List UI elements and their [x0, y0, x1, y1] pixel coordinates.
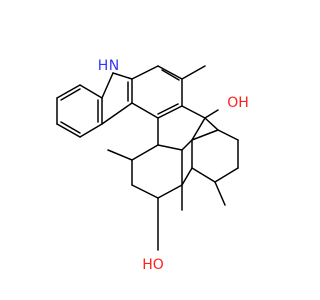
bond-31 — [191, 117, 206, 141]
bond-24 — [204, 109, 219, 119]
bond-0 — [56, 84, 81, 99]
bond-7 — [60, 121, 81, 134]
bond-35 — [131, 184, 159, 199]
bond-10 — [112, 72, 133, 80]
bond-28 — [214, 167, 239, 183]
bond-29 — [191, 167, 216, 183]
bond-37 — [181, 167, 193, 186]
bond-17 — [157, 105, 183, 119]
bond-43 — [214, 181, 226, 206]
bond-14 — [131, 65, 159, 80]
atom-label-nh-h: H — [98, 58, 109, 74]
bond-9 — [101, 72, 114, 99]
bond-6 — [60, 88, 81, 101]
bond-18 — [131, 102, 159, 119]
bond-19 — [161, 69, 180, 81]
bond-32 — [191, 129, 219, 141]
bond-36 — [157, 184, 183, 199]
bond-3 — [79, 123, 103, 138]
atom-label-n: N — [109, 58, 119, 74]
molecule-structure: H N OH HO — [56, 58, 249, 273]
bond-15 — [157, 65, 183, 80]
atom-label-ho-bottom: HO — [142, 257, 164, 273]
atom-label-oh-top: OH — [227, 95, 249, 111]
bond-38 — [157, 144, 183, 151]
bond-4 — [56, 123, 81, 138]
bond-23 — [181, 105, 206, 119]
bond-25 — [204, 117, 219, 131]
bond-lines — [56, 65, 239, 251]
bond-20 — [157, 103, 179, 115]
bond-39 — [181, 139, 193, 151]
bond-26 — [217, 129, 239, 141]
molecule-canvas: H N OH HO — [56, 58, 249, 273]
bond-1 — [79, 84, 103, 99]
bond-12 — [101, 102, 133, 125]
bond-33 — [131, 144, 159, 161]
bond-41 — [107, 149, 133, 161]
bond-21 — [181, 65, 206, 80]
